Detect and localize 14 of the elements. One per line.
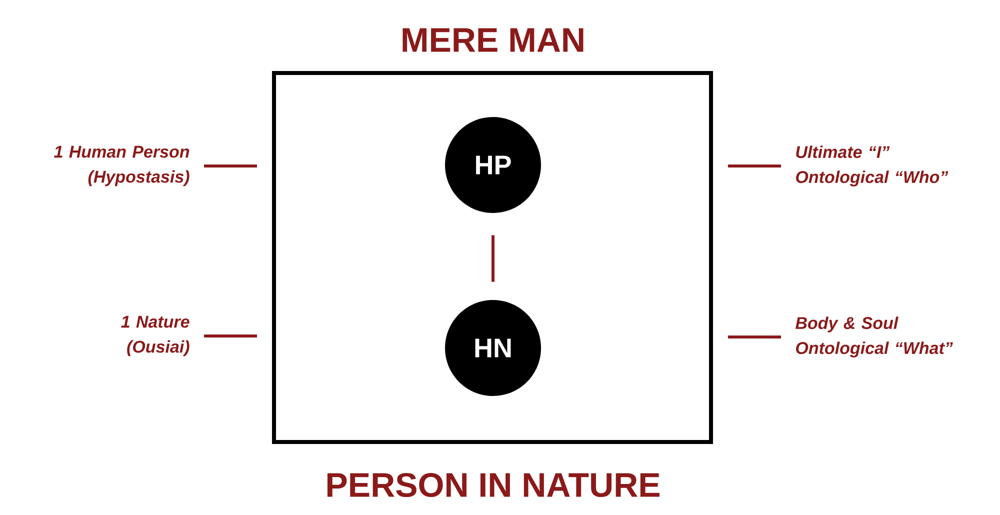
side-label: 1 Nature (Ousiai): [121, 316, 190, 356]
side-label: Ultimate “I” Ontological “Who”: [796, 146, 948, 186]
connector-line: [492, 235, 494, 282]
side-label: Body & Soul Ontological “What”: [796, 316, 953, 358]
side-label: 1 Human Person (Hypostasis): [54, 146, 190, 186]
leader-line: [728, 164, 781, 168]
caption: PERSON IN NATURE: [327, 472, 660, 498]
leader-line: [204, 164, 257, 168]
heading: MERE MAN: [402, 28, 584, 52]
leader-line: [728, 336, 781, 338]
leader-line: [204, 334, 257, 338]
circle-node: HN: [445, 300, 541, 396]
circle-node: HP: [445, 117, 541, 213]
frame-box: [272, 71, 713, 444]
